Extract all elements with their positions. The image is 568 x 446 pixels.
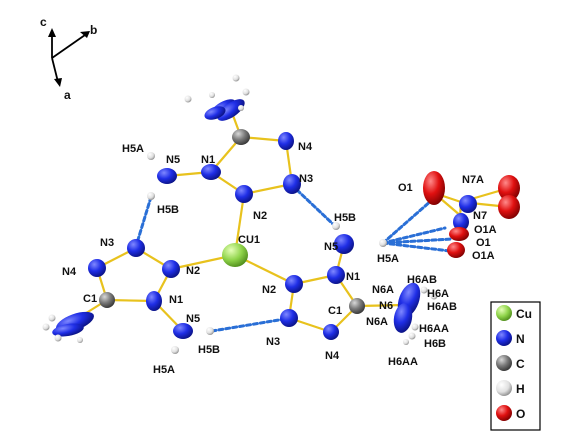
- label-h6a: H6A: [427, 288, 449, 300]
- legend-label-n: N: [516, 332, 525, 346]
- legend-label-h: H: [516, 382, 525, 396]
- label-n6a-1: N6A: [372, 284, 394, 296]
- atom-h5a-right: [379, 239, 387, 247]
- atom-o1a-bottom: [447, 242, 465, 258]
- atom-n3-right: [280, 309, 298, 327]
- atom-n4-left: [88, 259, 106, 277]
- hydrogen-bonds: [135, 188, 454, 333]
- legend-item-o: O: [496, 405, 525, 421]
- label-h5b-right: H5B: [334, 212, 356, 224]
- atom-h5b-right: [332, 222, 340, 230]
- label-n7a: N7A: [462, 174, 484, 186]
- label-h6ab-2: H6AB: [427, 301, 457, 313]
- atom-n5-left: [173, 323, 193, 339]
- atom-n1-top: [201, 164, 221, 180]
- legend-label-cu: Cu: [516, 307, 532, 321]
- atom-o1-top: [423, 171, 445, 205]
- axis-b-label: b: [90, 23, 97, 37]
- label-n1-left: N1: [169, 294, 183, 306]
- label-h6ab-1: H6AB: [407, 274, 437, 286]
- legend: Cu N C H O: [490, 301, 541, 431]
- label-h6b: H6B: [424, 338, 446, 350]
- label-n4-top: N4: [298, 141, 313, 153]
- label-o1-mid: O1: [476, 237, 491, 249]
- label-n3-left: N3: [100, 237, 114, 249]
- label-n5-left: N5: [186, 313, 200, 325]
- label-n6a-2: N6A: [366, 316, 388, 328]
- atom-n1-right: [327, 266, 345, 284]
- methyl-group-top: [184, 74, 250, 121]
- atom-n4-right: [323, 324, 339, 340]
- label-cu1: CU1: [238, 234, 260, 246]
- atom-n4-top: [278, 132, 294, 150]
- atom-labels: H5A N5 N1 N4 H5B N2 N3 CU1 N3 N4 N2 C1 N…: [62, 141, 497, 376]
- label-n5-top: N5: [166, 154, 180, 166]
- legend-item-cu: Cu: [496, 305, 532, 321]
- atom-n1-left: [146, 291, 162, 311]
- label-n4-right: N4: [325, 350, 340, 362]
- label-h6aa-2: H6AA: [388, 356, 418, 368]
- label-n5-right: N5: [324, 241, 338, 253]
- atom-c1-right: [349, 298, 365, 314]
- methyl-group-right: [393, 282, 438, 345]
- atoms: [88, 129, 520, 354]
- atom-cu1: [222, 243, 248, 267]
- label-n3-right: N3: [266, 336, 280, 348]
- label-c1-right: C1: [328, 305, 342, 317]
- label-n1-right: N1: [346, 271, 360, 283]
- label-n2-left: N2: [186, 265, 200, 277]
- label-h5b-top: H5B: [157, 204, 179, 216]
- label-n2-top: N2: [253, 210, 267, 222]
- atom-h5b-left: [206, 327, 214, 335]
- axis-a-label: a: [64, 88, 71, 102]
- legend-label-c: C: [516, 357, 525, 371]
- atom-h5b-top: [147, 192, 155, 200]
- atom-c1-left: [99, 292, 115, 308]
- axis-indicator: c b a: [40, 15, 97, 102]
- atom-n5-right: [334, 234, 354, 254]
- atom-n2-right: [285, 275, 303, 293]
- label-h5a-left: H5A: [153, 364, 175, 376]
- atom-n3-left: [127, 239, 145, 257]
- label-h5b-left: H5B: [198, 344, 220, 356]
- legend-item-h: H: [496, 380, 525, 396]
- atom-h5a-top: [147, 152, 155, 160]
- label-h5a-top: H5A: [122, 143, 144, 155]
- atom-o1a-right-bottom: [498, 195, 520, 219]
- label-n1-top: N1: [201, 154, 215, 166]
- label-o1a-2: O1A: [472, 250, 495, 262]
- label-n4-left: N4: [62, 266, 77, 278]
- atom-n7a: [459, 195, 477, 213]
- atom-n5-top: [157, 168, 177, 184]
- axis-c-label: c: [40, 15, 47, 29]
- legend-item-c: C: [496, 355, 525, 371]
- label-o1a-1: O1A: [474, 224, 497, 236]
- legend-label-o: O: [516, 407, 525, 421]
- label-o1-top: O1: [398, 182, 413, 194]
- atom-n7: [453, 213, 469, 231]
- atom-o1-mid: [449, 227, 469, 241]
- atom-n3-top: [283, 174, 301, 194]
- label-n2-right: N2: [262, 284, 276, 296]
- atom-o1a-right-top: [498, 175, 520, 201]
- label-h6aa-1: H6AA: [419, 323, 449, 335]
- label-c1-left: C1: [83, 293, 97, 305]
- label-h5a-right: H5A: [377, 253, 399, 265]
- atom-c1-top: [232, 129, 250, 145]
- methyl-group-left: [42, 311, 94, 343]
- atom-h5a-left: [171, 346, 179, 354]
- legend-item-n: N: [496, 330, 525, 346]
- atom-n2-left: [162, 260, 180, 278]
- label-n6: N6: [379, 300, 393, 312]
- atom-n2-top: [235, 185, 253, 203]
- label-n7: N7: [473, 210, 487, 222]
- label-n3-top: N3: [299, 173, 313, 185]
